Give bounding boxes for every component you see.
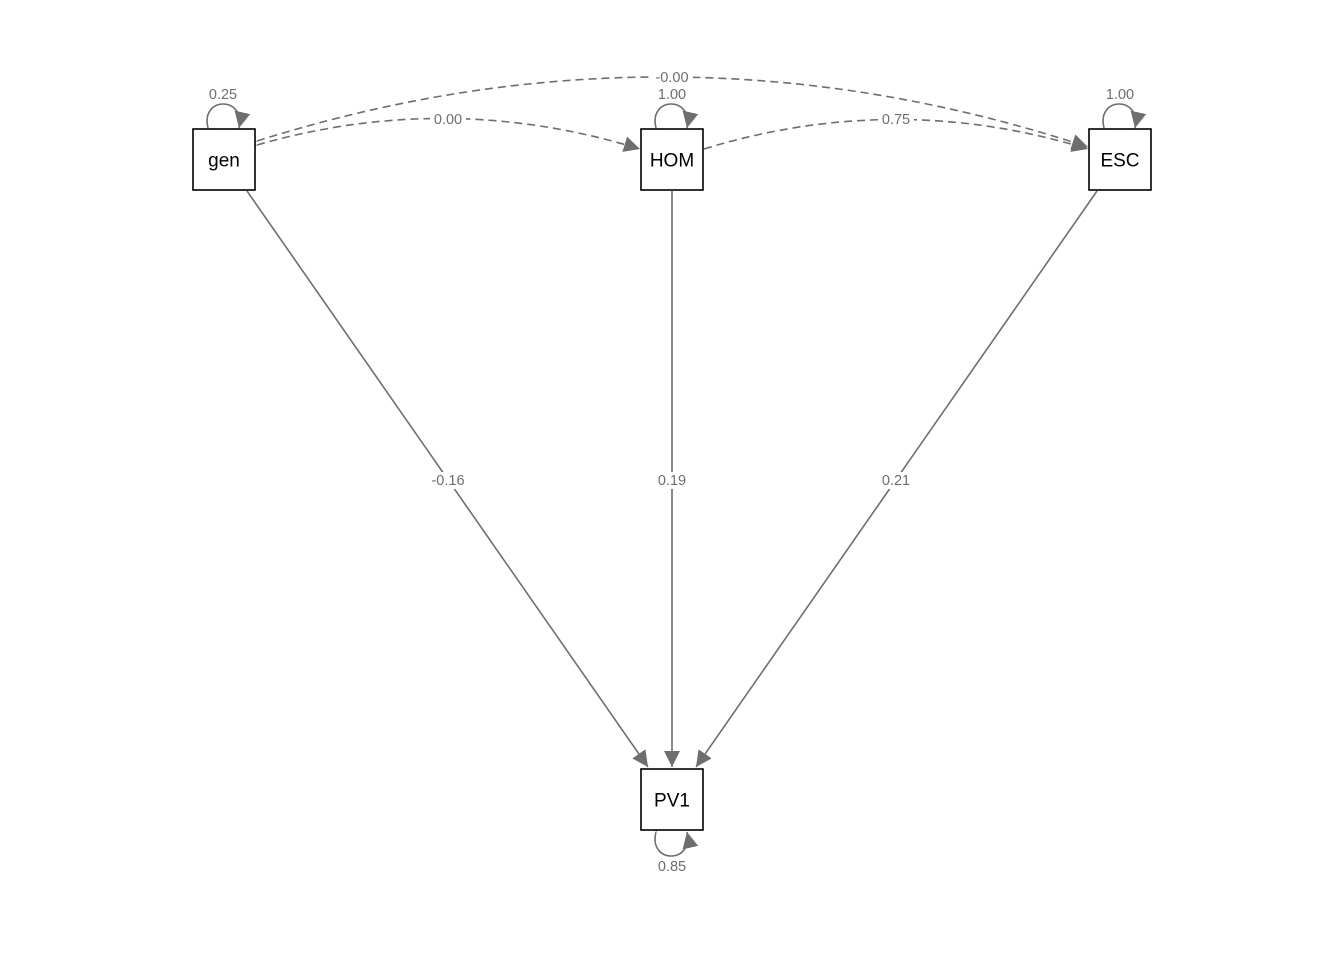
- svg-text:0.19: 0.19: [658, 473, 686, 489]
- node-gen: gen: [192, 128, 256, 191]
- svg-text:1.00: 1.00: [658, 87, 686, 103]
- label-var-hom: 1.00: [654, 87, 690, 103]
- svg-text:ESC: ESC: [1100, 151, 1139, 172]
- svg-text:0.00: 0.00: [434, 112, 462, 128]
- label-var-pv1: 0.85: [655, 859, 689, 875]
- svg-text:0.21: 0.21: [882, 473, 910, 489]
- svg-text:0.25: 0.25: [209, 87, 237, 103]
- label-esc-pv1: 0.21: [878, 472, 914, 489]
- label-gen-pv1: -0.16: [428, 472, 468, 489]
- svg-text:0.85: 0.85: [658, 859, 686, 875]
- svg-text:-0.00: -0.00: [655, 70, 688, 86]
- svg-text:gen: gen: [208, 151, 240, 172]
- label-cov-gen-esc: -0.00: [651, 69, 693, 86]
- svg-text:-0.16: -0.16: [431, 473, 464, 489]
- var-loop-pv1: [652, 814, 699, 857]
- var-loop-hom: [652, 103, 699, 146]
- label-cov-hom-esc: 0.75: [878, 111, 914, 128]
- node-esc: ESC: [1088, 128, 1152, 191]
- var-loop-gen: [204, 103, 251, 146]
- label-cov-gen-hom: 0.00: [430, 111, 466, 128]
- node-pv1: PV1: [640, 768, 704, 831]
- cov-gen-hom: [239, 117, 641, 158]
- svg-text:0.75: 0.75: [882, 112, 910, 128]
- label-hom-pv1: 0.19: [654, 472, 690, 489]
- var-loop-esc: [1100, 103, 1147, 146]
- label-var-gen: 0.25: [206, 87, 240, 103]
- label-var-esc: 1.00: [1102, 87, 1138, 103]
- svg-text:1.00: 1.00: [1106, 87, 1134, 103]
- svg-text:HOM: HOM: [650, 151, 694, 172]
- node-hom: HOM: [640, 128, 704, 191]
- svg-text:PV1: PV1: [654, 791, 690, 812]
